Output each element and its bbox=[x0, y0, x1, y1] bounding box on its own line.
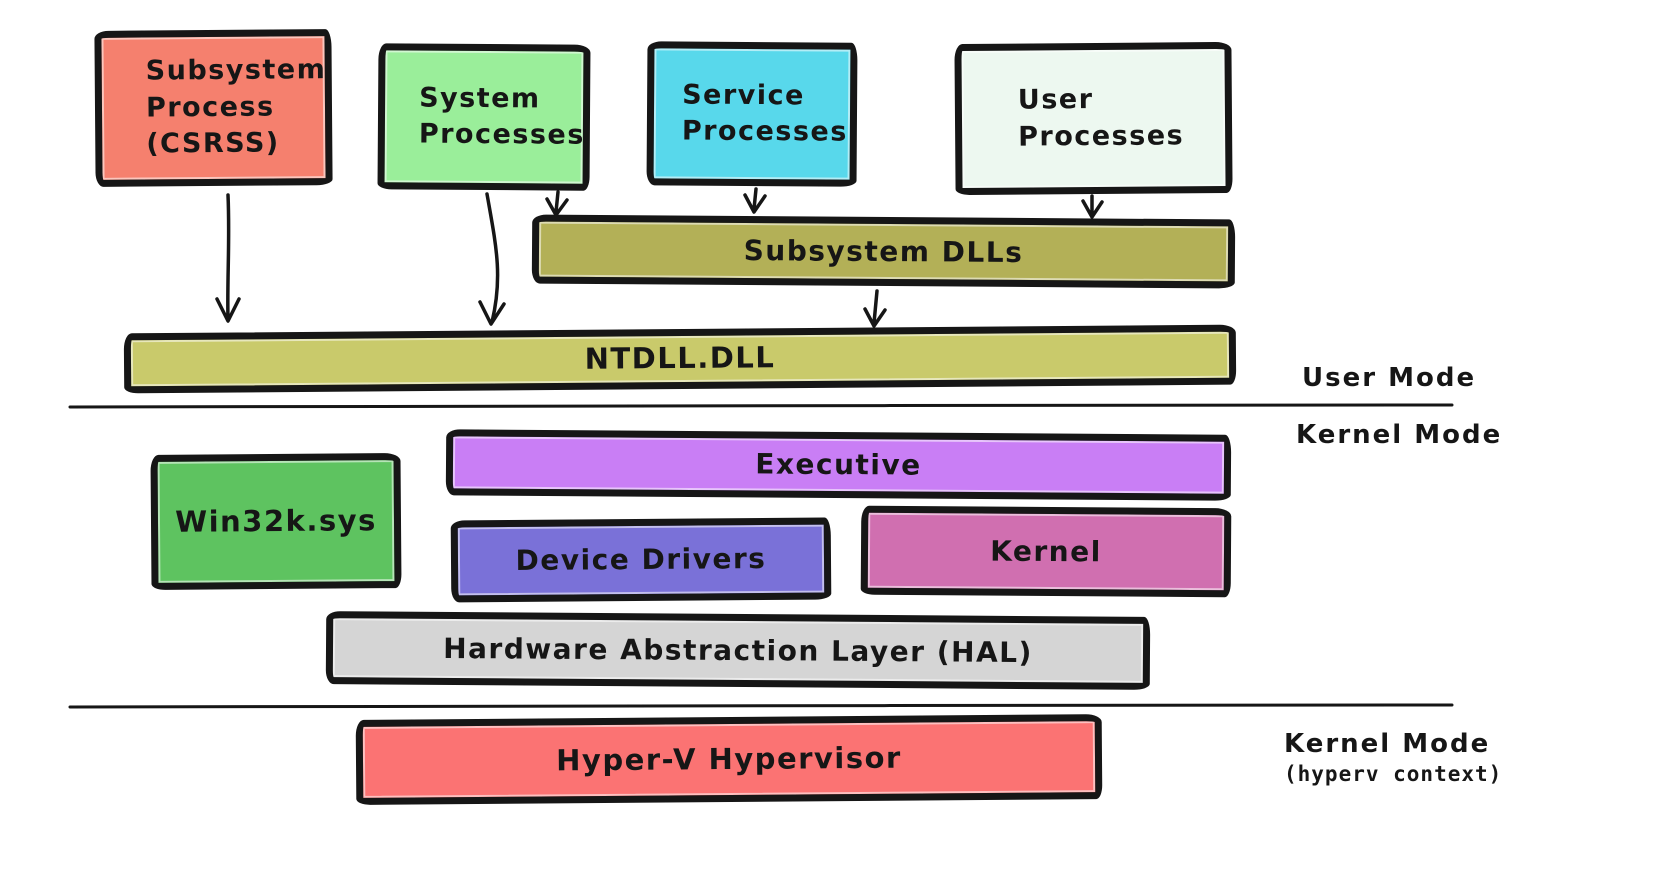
divider-kernel-hypervisor bbox=[68, 703, 1454, 709]
bar-ntdll: NTDLL.DLL bbox=[123, 324, 1237, 394]
bar-hal: Hardware Abstraction Layer (HAL) bbox=[325, 611, 1151, 690]
box-win32k-sys-label: Win32k.sys bbox=[175, 503, 377, 539]
box-subsystem-process-csrss-label: Subsystem Process (CSRSS) bbox=[145, 54, 327, 160]
bar-subsystem-dlls-label: Subsystem DLLs bbox=[743, 233, 1024, 269]
arrow-system-to-ntdll bbox=[478, 192, 506, 326]
box-system-processes-label: System Processes bbox=[418, 82, 585, 151]
label-user-mode: User Mode bbox=[1302, 363, 1477, 393]
label-hyperv-context: (hyperv context) bbox=[1284, 762, 1503, 786]
arrow-system-to-subsystem-dlls bbox=[545, 190, 569, 217]
box-system-processes: System Processes bbox=[377, 43, 591, 191]
label-kernel-mode-hyperv-title: Kernel Mode bbox=[1284, 729, 1491, 759]
box-kernel-label: Kernel bbox=[990, 534, 1102, 568]
label-kernel-mode-hyperv: Kernel Mode (hyperv context) bbox=[1284, 729, 1502, 786]
divider-user-kernel bbox=[68, 403, 1454, 409]
bar-executive-label: Executive bbox=[755, 447, 922, 482]
arrow-subsystem-dlls-to-ntdll bbox=[863, 289, 887, 328]
bar-subsystem-dlls: Subsystem DLLs bbox=[531, 214, 1236, 289]
bar-hal-label: Hardware Abstraction Layer (HAL) bbox=[443, 631, 1033, 669]
bar-ntdll-label: NTDLL.DLL bbox=[584, 340, 776, 377]
box-user-processes-label: User Processes bbox=[1017, 84, 1185, 153]
box-kernel: Kernel bbox=[860, 505, 1232, 598]
box-device-drivers-label: Device Drivers bbox=[515, 542, 767, 578]
bar-hyper-v-hypervisor-label: Hyper-V Hypervisor bbox=[556, 740, 902, 778]
arrow-service-to-subsystem-dlls bbox=[743, 187, 767, 214]
box-win32k-sys: Win32k.sys bbox=[150, 453, 402, 590]
arrow-user-to-subsystem-dlls bbox=[1081, 194, 1104, 219]
box-user-processes: User Processes bbox=[954, 41, 1233, 196]
bar-hyper-v-hypervisor: Hyper-V Hypervisor bbox=[355, 714, 1103, 805]
box-subsystem-process-csrss: Subsystem Process (CSRSS) bbox=[94, 29, 333, 187]
bar-executive: Executive bbox=[445, 429, 1232, 501]
box-device-drivers: Device Drivers bbox=[450, 517, 832, 603]
box-service-processes: Service Processes bbox=[646, 41, 858, 187]
label-kernel-mode: Kernel Mode bbox=[1296, 420, 1503, 450]
arrow-csrss-to-ntdll bbox=[215, 193, 241, 323]
box-service-processes-label: Service Processes bbox=[681, 79, 848, 148]
